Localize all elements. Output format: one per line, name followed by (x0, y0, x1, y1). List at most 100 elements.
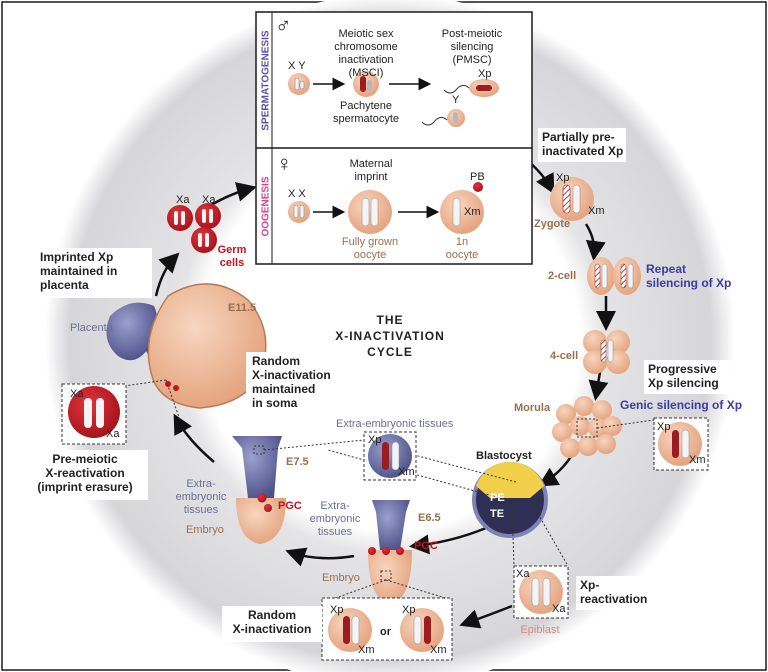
e75-extra-3: tissues (183, 504, 219, 516)
fully-grown-label-1: Fully grown (341, 236, 399, 248)
e75-embryo (232, 436, 286, 544)
extra-embryonic-tissues-label: Extra-embryonic tissues (336, 418, 454, 430)
or-label: or (380, 626, 391, 638)
placenta-caption-3: placenta (40, 278, 89, 292)
cycle-title-3: CYCLE (367, 345, 413, 359)
e65-stage-label: E6.5 (418, 512, 441, 524)
e75-extra-1: Extra- (186, 478, 216, 490)
blastocyst-xp-label: Xp (368, 434, 382, 446)
oocyte-label-1: 1n (455, 236, 469, 248)
progressive-caption-2: Xp silencing (648, 376, 719, 390)
e75-extra-2: embryonic (175, 491, 227, 503)
premeiotic-caption-2: X-reactivation (45, 466, 125, 480)
cycle-title-2: X-INACTIVATION (335, 329, 445, 343)
pachytene-label-1: Pachytene (340, 100, 392, 112)
e65-extra-3: tissues (317, 526, 353, 538)
random-xp-2: Xp (402, 604, 416, 616)
germ-cells (167, 203, 221, 253)
epiblast-xa-bottom: Xa (552, 603, 566, 615)
te-label: TE (490, 508, 505, 520)
premeiotic-caption-3: (imprint erasure) (37, 480, 133, 494)
oocyte-label-2: oocyte (445, 249, 479, 261)
cycle-title-1: THE (376, 313, 404, 327)
arrow-e65-to-e75 (285, 547, 355, 567)
soma-caption: Random X-inactivation maintained in soma (246, 352, 352, 412)
pmsc-label-2: silencing (450, 41, 494, 53)
progressive-silencing-caption: Progressive Xp silencing (644, 360, 732, 394)
female-symbol: ♀ (276, 151, 293, 176)
e75-pgc-label: PGC (278, 500, 302, 512)
blastocyst-xm-label: Xm (398, 466, 415, 478)
epiblast-label: Epiblast (520, 624, 560, 636)
e65-extra-1: Extra- (320, 500, 350, 512)
two-cell-label: 2-cell (548, 270, 577, 282)
germ-label-2: cells (219, 257, 245, 269)
premeiotic-xa-bottom: Xa (106, 428, 120, 440)
msci-label-2: chromosome (334, 41, 398, 53)
spermatogenesis-side-label: SPERMATOGENESIS (260, 30, 272, 131)
morula-xp-label: Xp (657, 421, 671, 433)
blastocyst-label: Blastocyst (476, 450, 532, 462)
random-caption-1: Random (248, 608, 296, 622)
placenta-label: Placenta (70, 322, 113, 334)
epiblast-xa-top: Xa (516, 568, 530, 580)
zygote-xp-label: Xp (556, 172, 570, 184)
maternal-imprint-2: imprint (354, 171, 388, 183)
genic-silencing-caption: Genic silencing of Xp (620, 398, 743, 412)
repeat-silencing-1: Repeat (646, 262, 687, 276)
premeiotic-caption-1: Pre-meiotic (52, 452, 118, 466)
xx-label: X X (288, 188, 306, 200)
soma-caption-1: Random (252, 354, 300, 368)
morula-label: Morula (514, 402, 551, 414)
random-xm-2: Xm (430, 644, 447, 656)
e65-pgc-label: PGC (414, 540, 438, 552)
germ-xa-2: Xa (202, 194, 216, 206)
pe-label: PE (490, 492, 505, 504)
germ-label-1: Germ (217, 244, 247, 256)
zygote-caption-2: inactivated Xp (542, 144, 624, 158)
e75-stage-label: E7.5 (286, 456, 309, 468)
e65-embryo (368, 500, 412, 604)
arrow-e115-to-germ (154, 252, 180, 297)
oocyte-xm-label: Xm (464, 206, 481, 218)
random-xm-1: Xm (358, 644, 375, 656)
arrow-4cell-to-morula (588, 371, 609, 401)
pmsc-label-3: (PMSC) (452, 54, 492, 66)
zygote-caption-1: Partially pre- (542, 130, 615, 144)
placenta-caption-1: Imprinted Xp (40, 250, 114, 264)
reactivation-caption-1: Xp- (580, 578, 600, 592)
msci-label-3: inactivation (338, 54, 394, 66)
four-cell-label: 4-cell (550, 350, 579, 362)
random-xp-1: Xp (330, 604, 344, 616)
zygote-label: Zygote (534, 218, 571, 230)
male-symbol: ♂ (275, 13, 292, 38)
maternal-imprint-1: Maternal (349, 158, 393, 170)
soma-caption-2: X-inactivation (252, 368, 331, 382)
xp-reactivation-caption: Xp- reactivation (576, 576, 668, 610)
pachytene-label-2: spermatocyte (332, 113, 400, 125)
reactivation-caption-2: reactivation (580, 592, 648, 606)
germ-xa-1: Xa (176, 194, 190, 206)
arrow-epiblast-to-random (459, 604, 513, 629)
msci-label-4: (MSCI) (348, 67, 384, 79)
xy-label: X Y (288, 60, 306, 72)
oogenesis-side-label: OOGENESIS (260, 176, 272, 237)
pb-label: PB (470, 171, 485, 183)
placenta-caption: Imprinted Xp maintained in placenta (34, 248, 152, 298)
soma-caption-3: maintained (252, 382, 316, 396)
e115-stage-label: E11.5 (228, 302, 257, 314)
morula-xm-label: Xm (689, 454, 706, 466)
premeiotic-xa-top: Xa (70, 388, 84, 400)
e75-embryo-label: Embryo (186, 524, 224, 536)
e115-embryo (106, 283, 267, 409)
arrow-e75-to-e115 (173, 413, 215, 463)
cycle-ring (45, 0, 735, 672)
e65-extra-2: embryonic (309, 513, 361, 525)
e65-embryo-label: Embryo (322, 572, 360, 584)
sperm-y-label: Y (452, 94, 460, 106)
random-inactivation-caption: Random X-inactivation (222, 606, 322, 642)
zygote-xm-label: Xm (588, 205, 605, 217)
msci-label-1: Meiotic sex (338, 28, 394, 40)
